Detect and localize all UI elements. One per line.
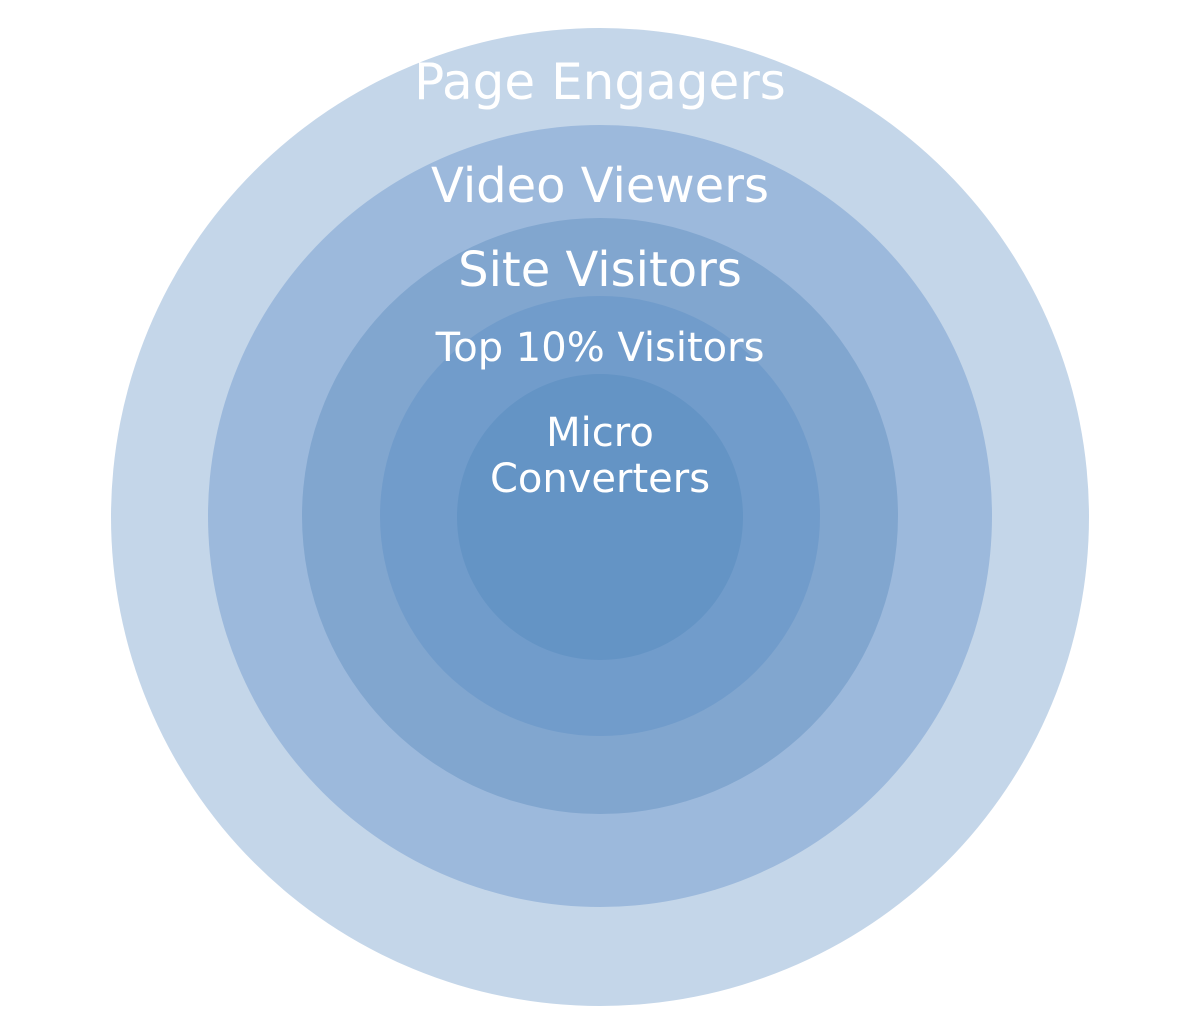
label-site-visitors: Site Visitors [458,242,742,298]
ring-micro-converters [457,374,743,660]
label-page-engagers: Page Engagers [414,53,786,111]
label-micro-converters: Micro Converters [489,410,711,502]
label-video-viewers: Video Viewers [431,158,769,214]
label-top-10-visitors: Top 10% Visitors [435,325,765,371]
